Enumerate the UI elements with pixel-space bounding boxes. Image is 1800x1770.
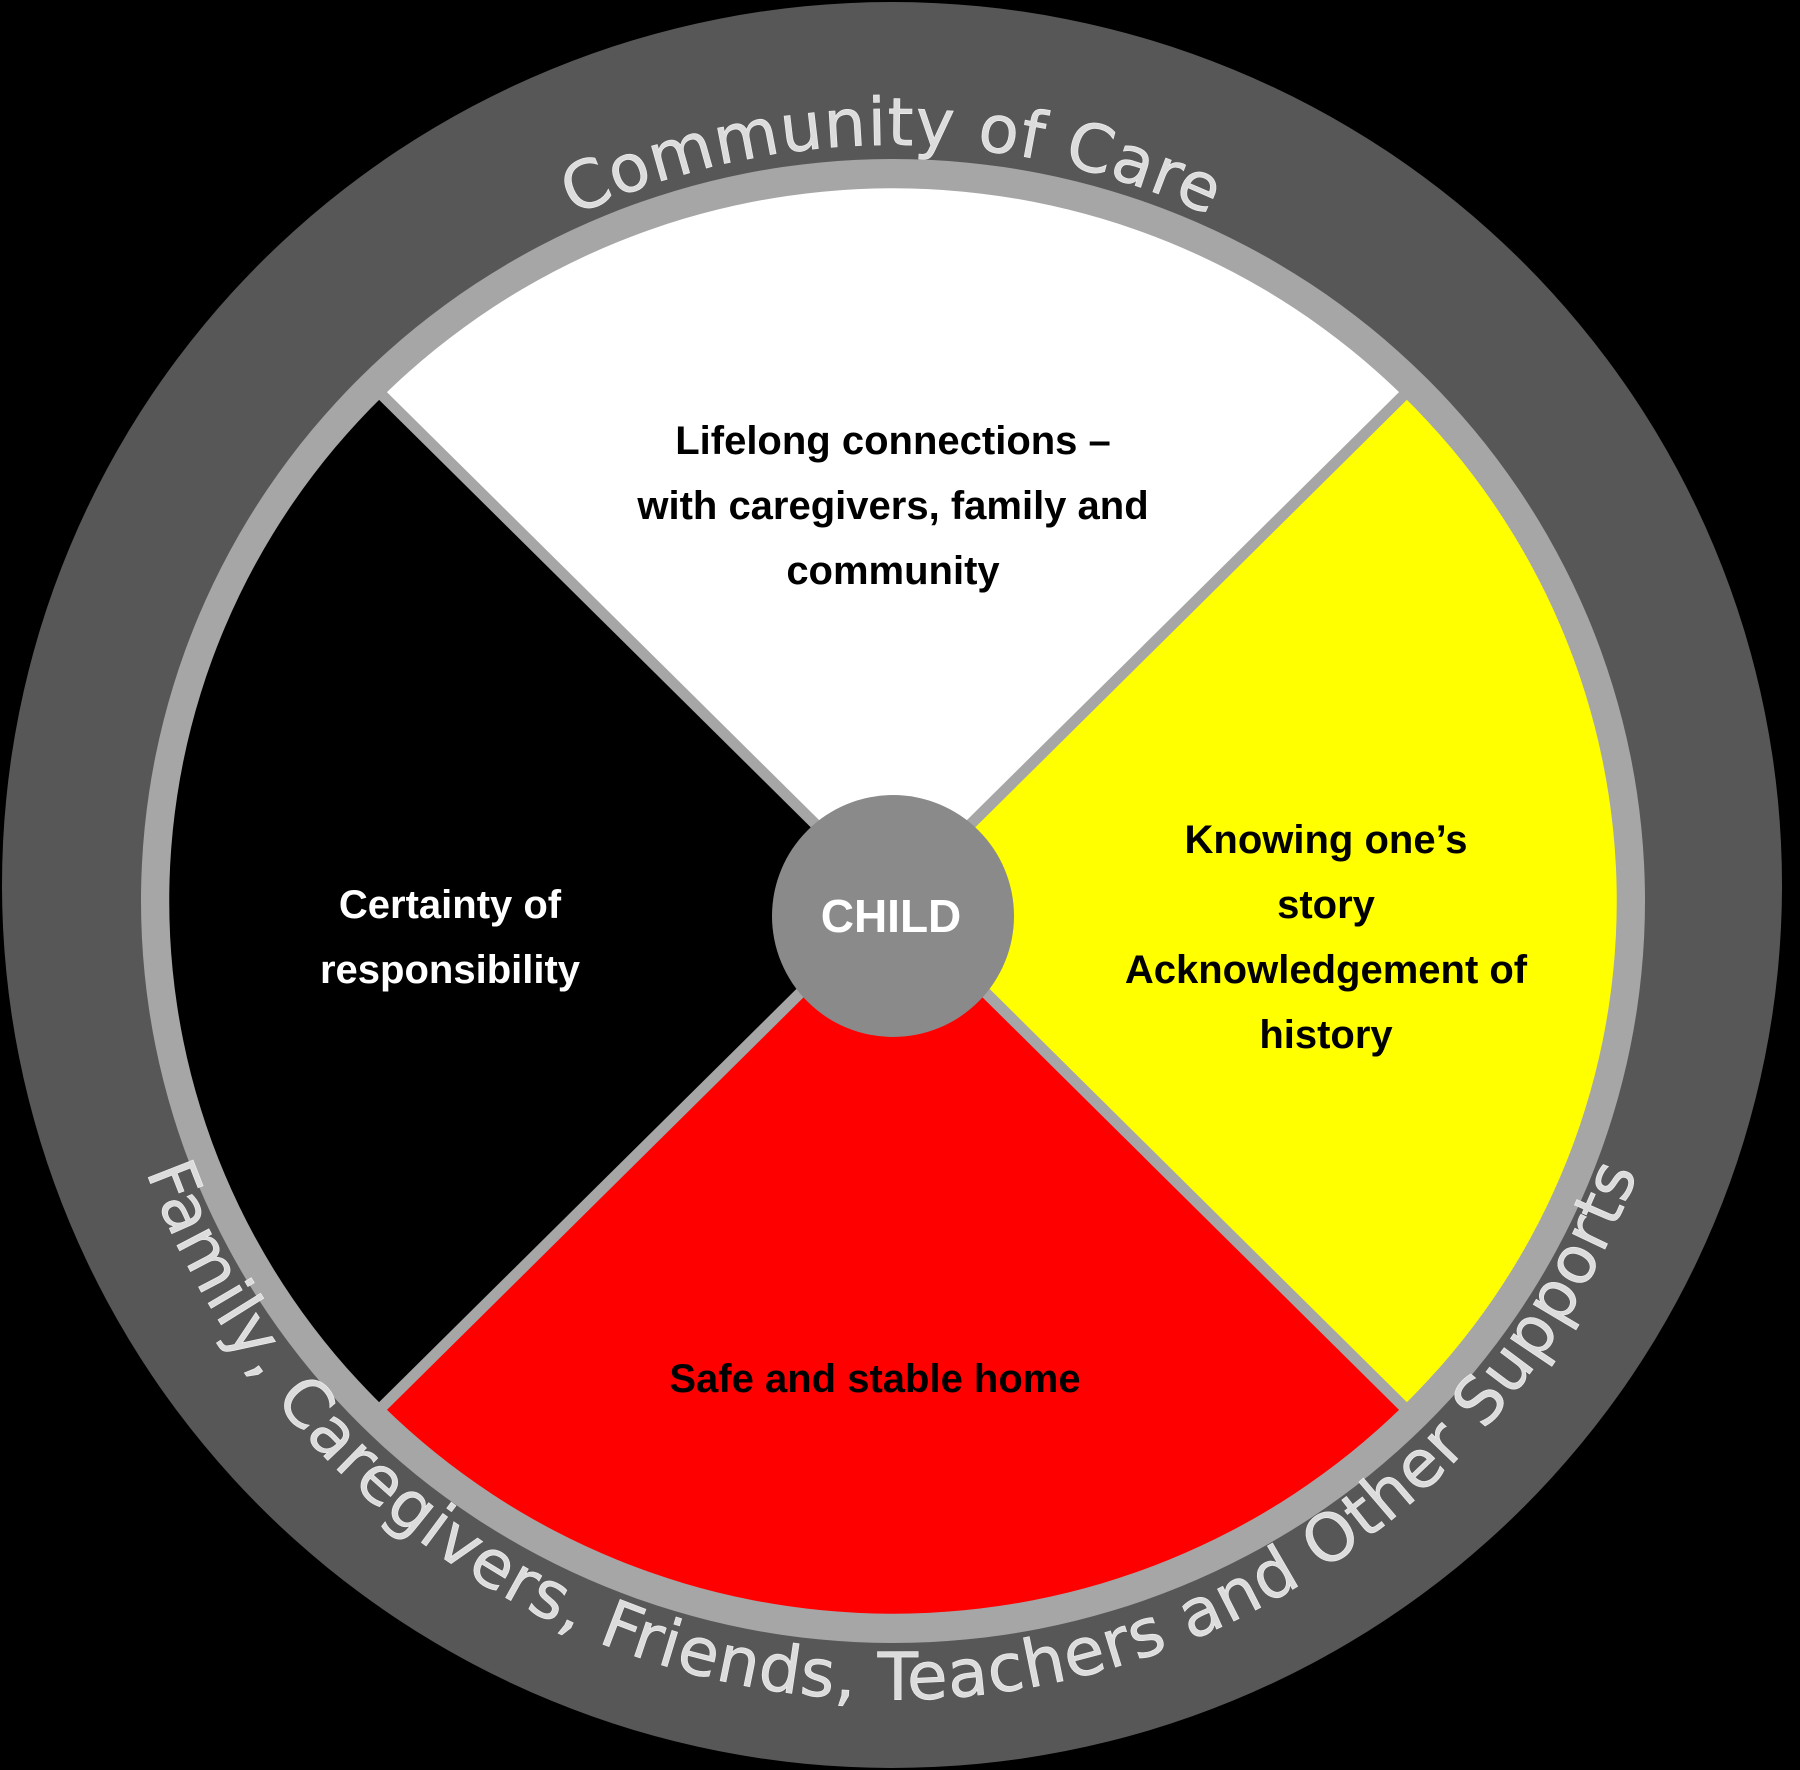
quadrant-right-label: Knowing one’s story Acknowledgement of h… (1125, 818, 1528, 1057)
quadrant-bottom-label: Safe and stable home (669, 1357, 1080, 1401)
quadrant-left-label: Certainty of responsibility (320, 883, 581, 992)
quadrants (169, 188, 1617, 1614)
quadrant-right-line-1: Knowing one’s (1185, 818, 1468, 862)
quadrant-top-wedge (383, 188, 1403, 901)
quadrant-right-line-2: story (1277, 883, 1376, 927)
quadrant-bottom-line-1: Safe and stable home (669, 1357, 1080, 1401)
quadrant-top-line-2: with caregivers, family and (636, 484, 1148, 528)
quadrant-top-line-1: Lifelong connections – (675, 419, 1111, 463)
quadrant-left-line-2: responsibility (320, 948, 581, 992)
quadrant-left-wedge (169, 396, 893, 1406)
quadrant-top-line-3: community (786, 549, 1000, 593)
quadrant-right-line-3: Acknowledgement of (1125, 948, 1528, 992)
quadrant-bottom-wedge (383, 901, 1403, 1614)
quadrant-right-line-4: history (1259, 1013, 1393, 1057)
quadrant-right-wedge (893, 396, 1617, 1406)
center-child-label: CHILD (821, 890, 962, 942)
center-child-circle (772, 795, 1014, 1037)
quadrant-top-label: Lifelong connections – with caregivers, … (636, 419, 1148, 593)
quadrant-left-line-1: Certainty of (339, 883, 562, 927)
